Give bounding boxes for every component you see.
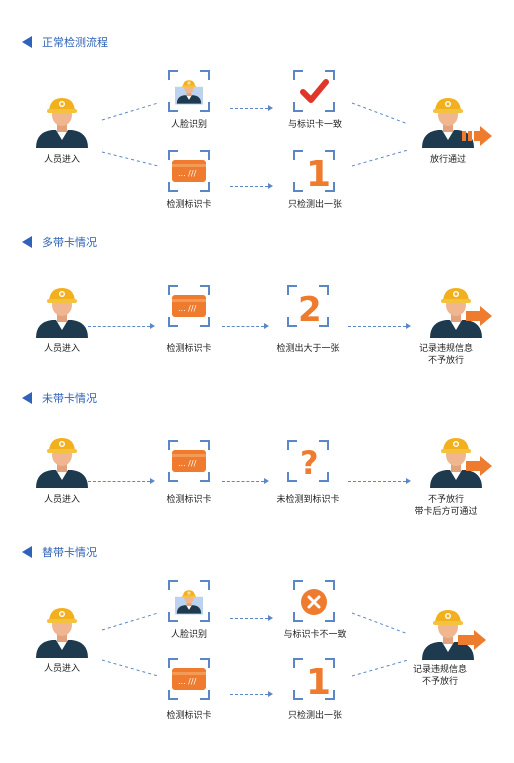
face-icon xyxy=(175,80,203,105)
label-detect: 未检测到标识卡 xyxy=(276,495,340,505)
connector-lines xyxy=(351,102,409,167)
label-card: 检测标识卡 xyxy=(166,200,212,210)
card-icon: ... /// xyxy=(172,450,206,472)
section-title: 正常检测流程 xyxy=(42,36,108,49)
arrowhead-icon xyxy=(268,105,273,111)
arrowhead-icon xyxy=(268,183,273,189)
arrow-line xyxy=(230,618,268,619)
arrow-line xyxy=(348,481,406,482)
connector-lines xyxy=(351,612,409,677)
worker-icon xyxy=(36,608,88,658)
section-title: 多带卡情况 xyxy=(42,236,97,249)
svg-text:... ///: ... /// xyxy=(178,677,197,686)
label-detect: 检测出大于一张 xyxy=(276,344,340,354)
connector-lines xyxy=(101,102,159,167)
arrowhead-icon xyxy=(406,478,411,484)
label-person-in: 人员进入 xyxy=(43,495,81,505)
triangle-marker-icon xyxy=(22,546,32,558)
section-title-row: 正常检测流程 xyxy=(22,34,108,50)
arrow-line xyxy=(88,326,150,327)
arrow-line xyxy=(230,108,268,109)
svg-text:?: ? xyxy=(300,444,319,482)
label-result-2: 带卡后方可通过 xyxy=(414,507,478,517)
svg-text:1: 1 xyxy=(306,662,331,703)
card-scan-frame xyxy=(168,658,210,700)
card-scan-frame xyxy=(168,150,210,192)
section-title: 未带卡情况 xyxy=(42,392,97,405)
svg-text:1: 1 xyxy=(306,154,331,195)
match-frame xyxy=(293,70,335,112)
number-one-icon: 1 xyxy=(306,662,331,703)
label-result-1: 记录违规信息 xyxy=(412,665,468,675)
arrow-line xyxy=(222,481,264,482)
arrowhead-icon xyxy=(150,478,155,484)
arrowhead-icon xyxy=(268,691,273,697)
svg-text:... ///: ... /// xyxy=(178,459,197,468)
count-frame xyxy=(287,440,329,482)
arrow-line xyxy=(348,326,406,327)
face-icon xyxy=(175,590,203,615)
card-icon: ... /// xyxy=(172,160,206,182)
card-scan-frame xyxy=(168,285,210,327)
arrow-line xyxy=(230,694,268,695)
triangle-marker-icon xyxy=(22,392,32,404)
question-icon: ? xyxy=(300,444,319,482)
triangle-marker-icon xyxy=(22,236,32,248)
card-icon: ... /// xyxy=(172,668,206,690)
count-frame xyxy=(293,658,335,700)
worker-icon xyxy=(36,288,88,338)
connector-lines xyxy=(101,612,159,677)
count-frame xyxy=(293,150,335,192)
card-scan-frame xyxy=(168,440,210,482)
arrowhead-icon xyxy=(264,323,269,329)
card-icon: ... /// xyxy=(172,295,206,317)
label-face: 人脸识别 xyxy=(170,630,208,640)
label-one-card: 只检测出一张 xyxy=(287,711,343,721)
blocked-arrow-icon xyxy=(458,630,486,650)
label-one-card: 只检测出一张 xyxy=(287,200,343,210)
worker-icon xyxy=(36,438,88,488)
label-result-2: 不予放行 xyxy=(427,356,465,366)
svg-text:... ///: ... /// xyxy=(178,304,197,313)
face-scan-frame xyxy=(168,580,210,622)
arrow-line xyxy=(230,186,268,187)
label-person-in: 人员进入 xyxy=(43,664,81,674)
arrow-line xyxy=(222,326,264,327)
label-person-in: 人员进入 xyxy=(43,344,81,354)
label-person-in: 人员进入 xyxy=(43,155,81,165)
arrowhead-icon xyxy=(268,615,273,621)
label-mismatch: 与标识卡不一致 xyxy=(283,630,347,640)
svg-text:... ///: ... /// xyxy=(178,169,197,178)
label-card: 检测标识卡 xyxy=(166,344,212,354)
arrowhead-icon xyxy=(264,478,269,484)
label-result-1: 记录违规信息 xyxy=(418,344,474,354)
label-card: 检测标识卡 xyxy=(166,495,212,505)
section-title-row: 未带卡情况 xyxy=(22,390,97,406)
number-one-icon: 1 xyxy=(306,154,331,195)
count-frame xyxy=(287,285,329,327)
label-result: 放行通过 xyxy=(429,155,467,165)
worker-icon xyxy=(36,98,88,148)
label-match: 与标识卡一致 xyxy=(287,120,343,130)
label-card: 检测标识卡 xyxy=(166,711,212,721)
arrowhead-icon xyxy=(406,323,411,329)
blocked-arrow-icon xyxy=(466,306,492,326)
svg-text:2: 2 xyxy=(298,290,322,330)
blocked-arrow-icon xyxy=(466,456,492,476)
label-result-1: 不予放行 xyxy=(427,495,465,505)
arrow-line xyxy=(88,481,150,482)
section-title-row: 替带卡情况 xyxy=(22,544,97,560)
section-title: 替带卡情况 xyxy=(42,546,97,559)
face-scan-frame xyxy=(168,70,210,112)
triangle-marker-icon xyxy=(22,36,32,48)
pass-arrow-icon xyxy=(462,126,492,146)
label-result-2: 不予放行 xyxy=(421,677,459,687)
section-title-row: 多带卡情况 xyxy=(22,234,97,250)
mismatch-frame xyxy=(293,580,335,622)
close-icon xyxy=(301,589,327,615)
check-icon xyxy=(300,79,329,103)
arrowhead-icon xyxy=(150,323,155,329)
number-two-icon: 2 xyxy=(298,290,322,330)
label-face: 人脸识别 xyxy=(170,120,208,130)
